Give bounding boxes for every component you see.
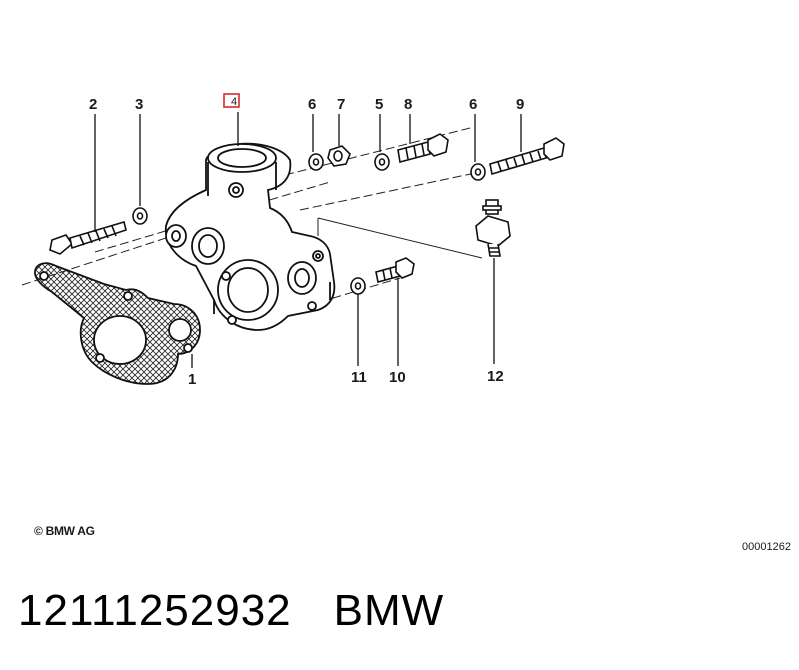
callout-5: 5: [375, 96, 383, 113]
callout-2: 2: [89, 96, 97, 113]
callout-labels: 1 2 3 4 5 6 6 7 8 9 10 11 12: [89, 96, 524, 388]
callout-8: 8: [404, 96, 412, 113]
thermostat-housing-part-4: [165, 142, 336, 331]
brand-name: BMW: [333, 586, 445, 635]
washer-part-5: [374, 153, 390, 171]
copyright-notice: © BMW AG: [34, 524, 95, 538]
callout-6a: 6: [308, 96, 316, 113]
bolt-part-8: [397, 133, 449, 163]
drawing-number: 00001262: [742, 541, 791, 553]
part-number: 12111252932: [18, 586, 292, 635]
washer-part-3: [132, 207, 148, 225]
bolt-part-10: [375, 257, 415, 283]
callout-7: 7: [337, 96, 345, 113]
callout-4: 4: [231, 96, 237, 108]
callout-3: 3: [135, 96, 143, 113]
callout-11: 11: [351, 369, 367, 386]
highlight-box: [223, 93, 240, 108]
callout-1: 1: [188, 371, 196, 388]
callout-12: 12: [487, 368, 504, 385]
bolt-part-9: [489, 137, 565, 176]
washer-part-6b: [470, 163, 486, 181]
leader-lines: [94, 112, 522, 368]
callout-6b: 6: [469, 96, 477, 113]
bolt-part-2: [49, 220, 127, 255]
caption: 12111252932 BMW: [18, 586, 486, 636]
nut-part-7: [327, 145, 351, 167]
callout-9: 9: [516, 96, 524, 113]
temperature-sender-part-12: [475, 199, 511, 257]
washer-part-11: [350, 277, 366, 295]
gasket-part-1: [34, 262, 201, 385]
callout-10: 10: [389, 369, 406, 386]
washer-part-6a: [308, 153, 324, 171]
